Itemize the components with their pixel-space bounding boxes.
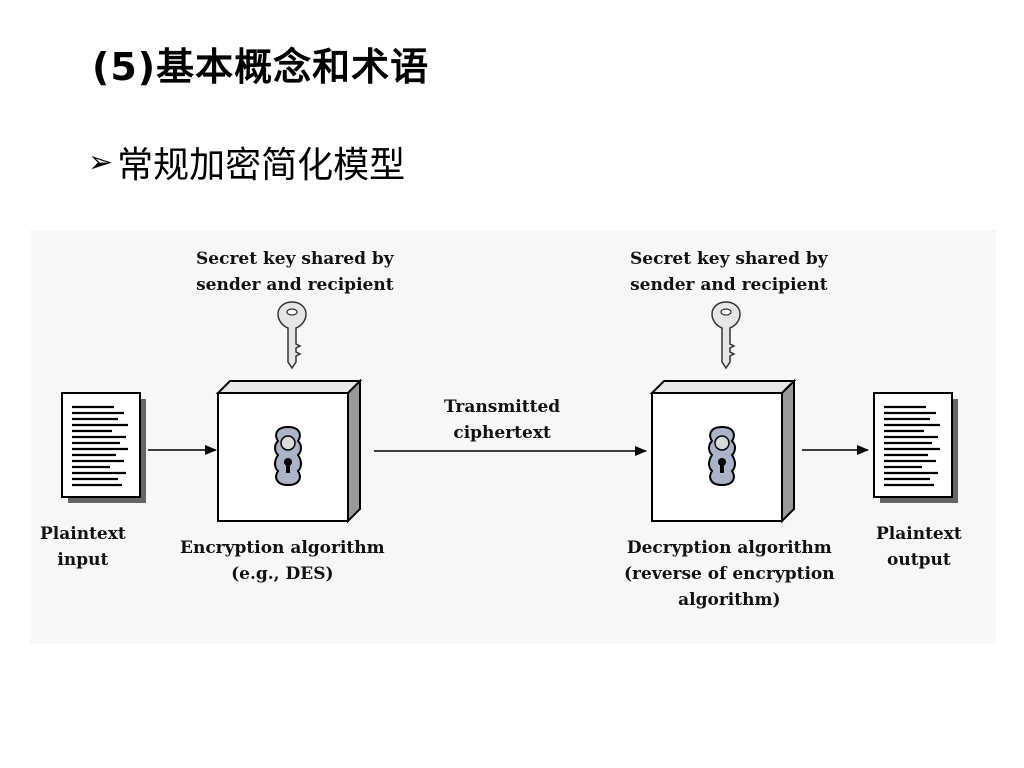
secret-key-right-label: Secret key shared by sender and recipien… bbox=[630, 249, 828, 295]
encryption-algorithm-lock-box bbox=[217, 380, 361, 522]
secret-key-right-icon bbox=[711, 301, 741, 369]
slide-title: (5)基本概念和术语 bbox=[92, 45, 430, 89]
plaintext-input-document-icon bbox=[60, 391, 148, 505]
plaintext-output-label: Plaintext output bbox=[876, 524, 962, 570]
plaintext-output-document-icon bbox=[872, 391, 960, 505]
bullet-arrow-icon: ➢ bbox=[88, 144, 114, 180]
transmitted-ciphertext-label: Transmitted ciphertext bbox=[444, 397, 561, 443]
decryption-algorithm-lock-box bbox=[651, 380, 795, 522]
bullet-text: 常规加密简化模型 bbox=[117, 145, 406, 186]
encryption-algorithm-label: Encryption algorithm (e.g., DES) bbox=[180, 538, 385, 584]
bullet-item: ➢ 常规加密简化模型 bbox=[88, 136, 405, 188]
plaintext-input-label: Plaintext input bbox=[40, 524, 126, 570]
decryption-algorithm-label: Decryption algorithm (reverse of encrypt… bbox=[624, 538, 835, 610]
encryption-model-diagram: Secret key shared by sender and recipien… bbox=[30, 230, 996, 644]
secret-key-left-label: Secret key shared by sender and recipien… bbox=[196, 249, 394, 295]
secret-key-left-icon bbox=[277, 301, 307, 369]
